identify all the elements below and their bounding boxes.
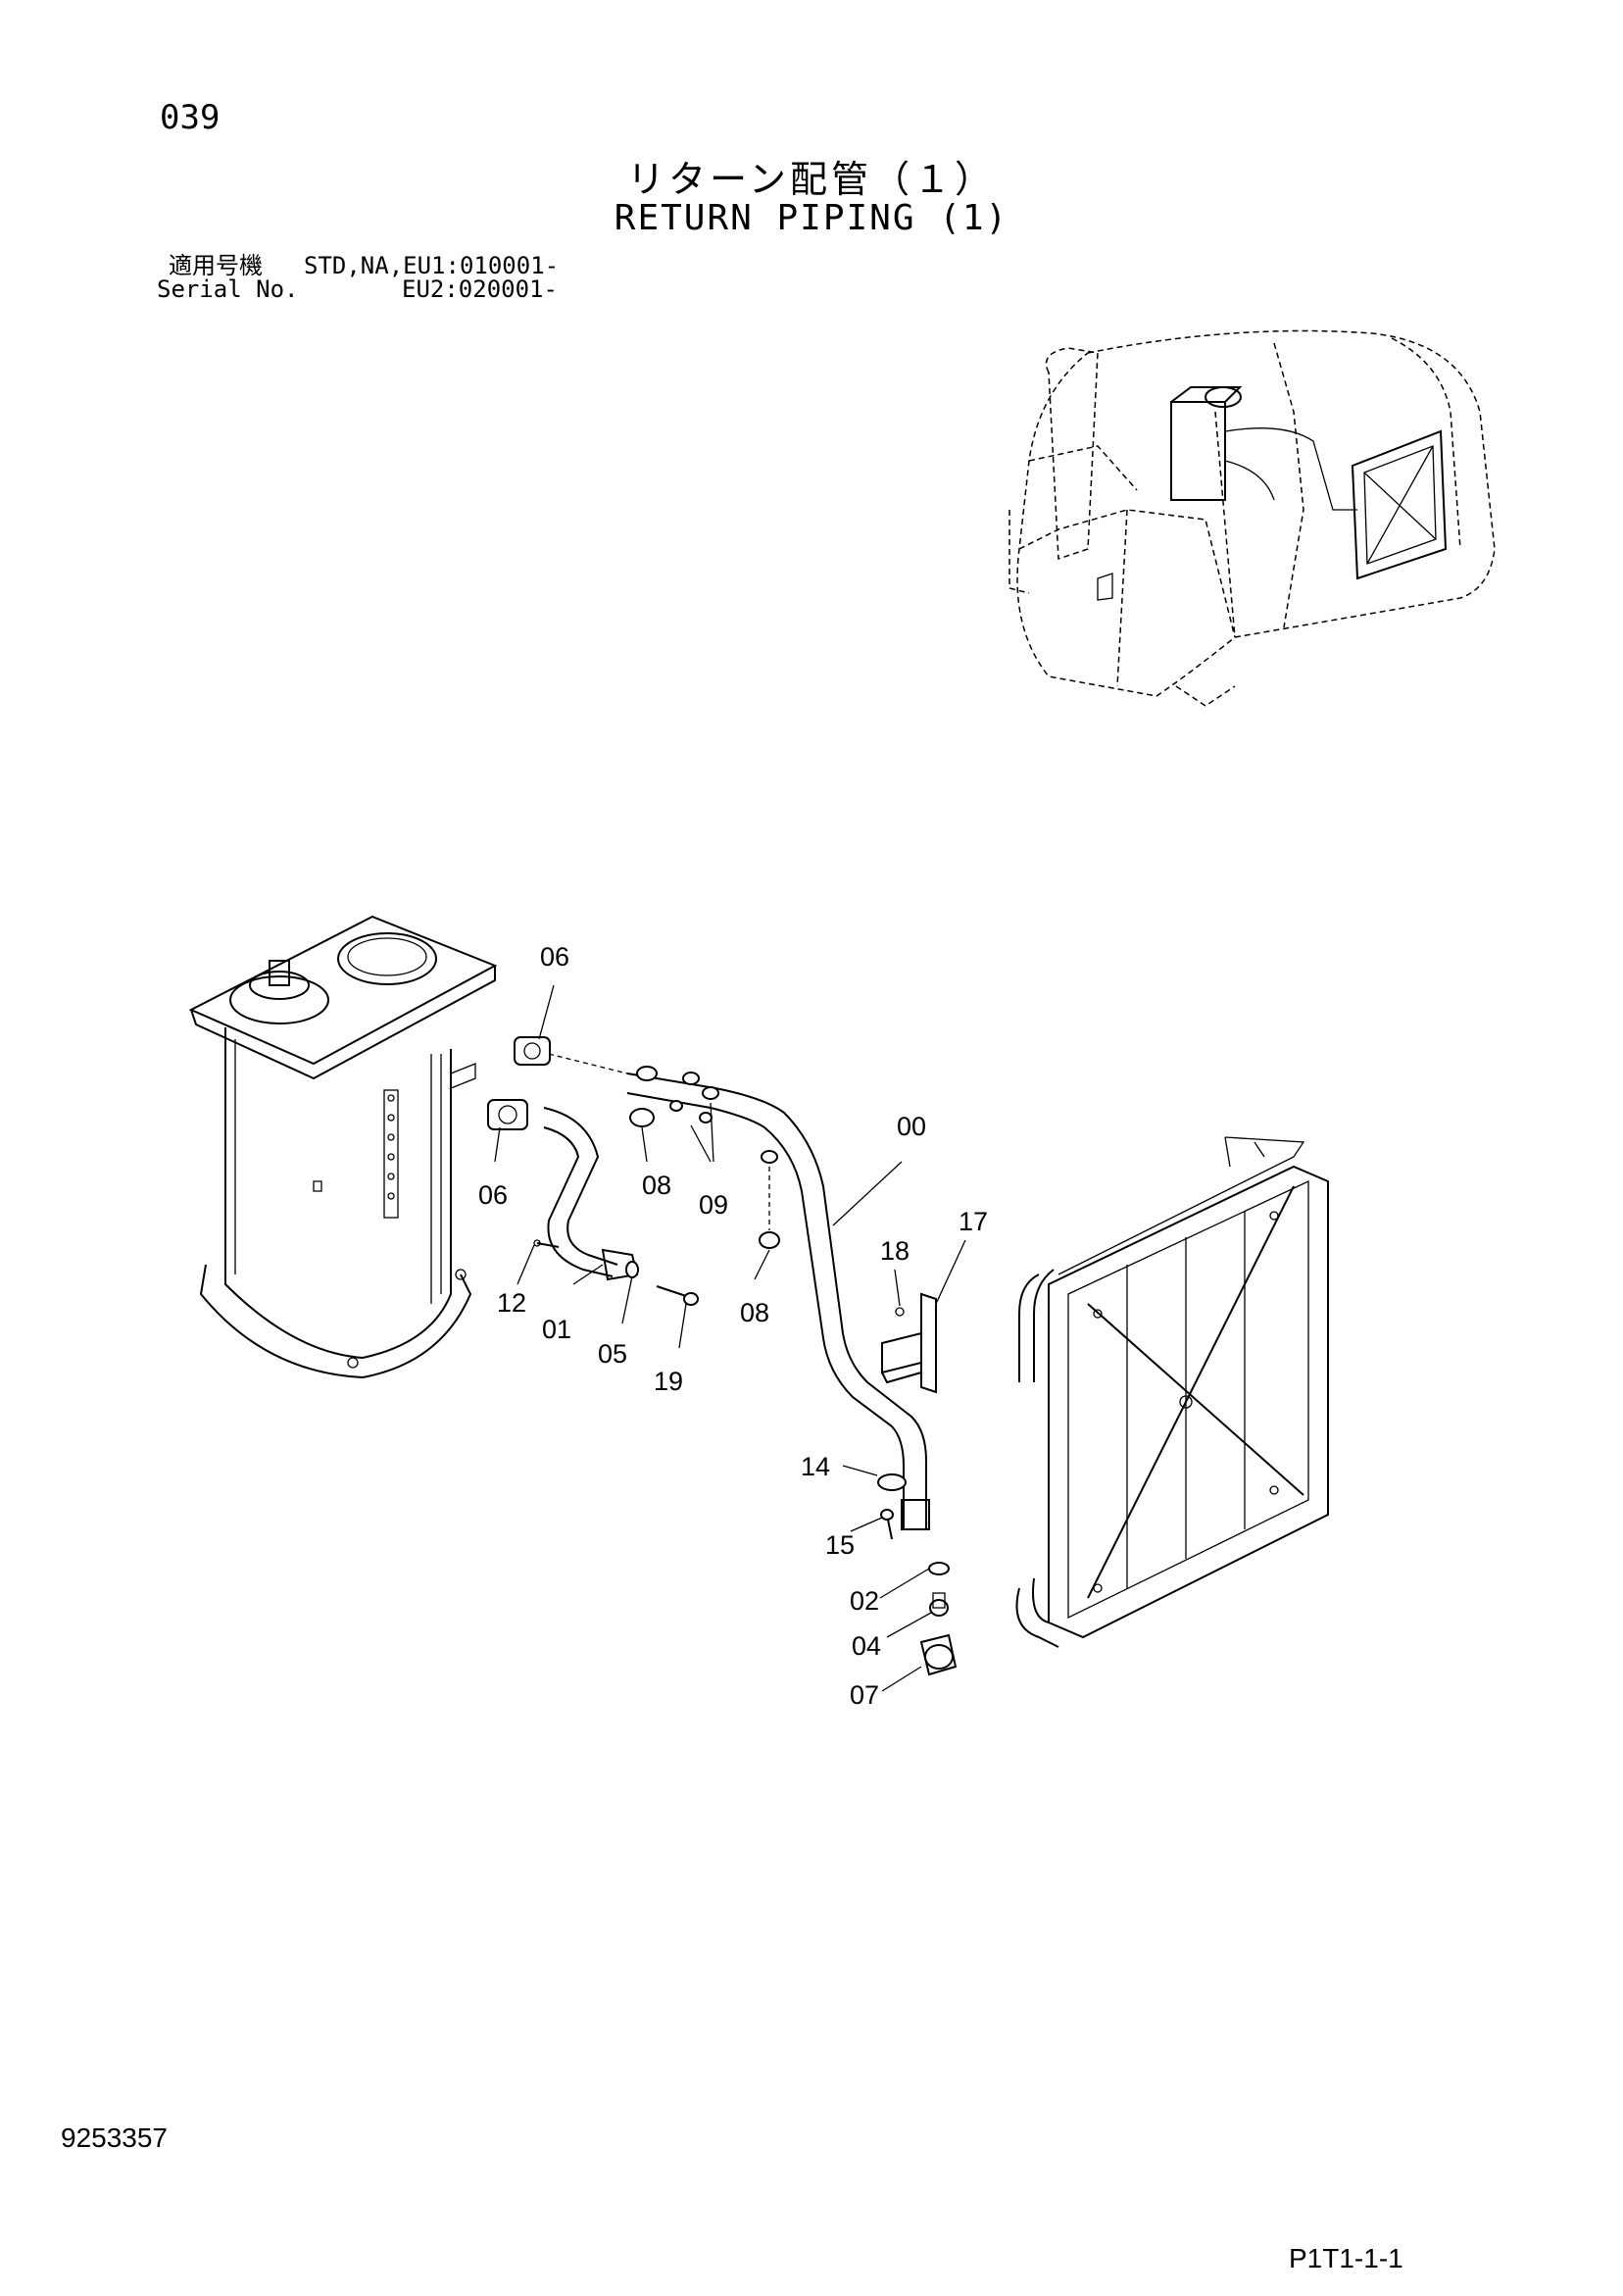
radiator xyxy=(1015,1136,1329,1648)
serial-range-2: EU2:020001- xyxy=(402,275,558,303)
title-japanese: リターン配管（１） xyxy=(626,158,997,201)
callout-19: 19 xyxy=(654,1367,683,1396)
leader-lines xyxy=(494,984,966,1692)
callout-17: 17 xyxy=(959,1207,988,1236)
callout-07: 07 xyxy=(850,1680,879,1710)
callout-08-upper: 08 xyxy=(642,1171,671,1200)
serial-range-1: STD,NA,EU1:010001- xyxy=(304,252,560,279)
bracket-17 xyxy=(881,1292,937,1394)
callout-01: 01 xyxy=(542,1315,571,1344)
hydraulic-tank xyxy=(188,915,498,1379)
document-number: 9253357 xyxy=(61,2122,169,2153)
callout-02: 02 xyxy=(850,1586,879,1616)
hose-01 xyxy=(543,1107,639,1281)
machine-overview-illustration xyxy=(1008,329,1496,707)
callout-15: 15 xyxy=(825,1530,855,1560)
title-english: RETURN PIPING (1) xyxy=(614,198,1009,238)
callout-labels: 06 06 00 08 09 08 18 17 12 01 05 19 14 1… xyxy=(478,942,988,1710)
callout-05: 05 xyxy=(598,1339,627,1369)
callout-12: 12 xyxy=(497,1288,526,1318)
callout-14: 14 xyxy=(801,1452,830,1481)
callout-00: 00 xyxy=(897,1112,926,1141)
callout-04: 04 xyxy=(852,1631,881,1661)
callout-09: 09 xyxy=(699,1190,728,1220)
return-pipe-00 xyxy=(626,1073,930,1530)
callout-06-lower: 06 xyxy=(478,1180,508,1210)
callout-18: 18 xyxy=(880,1236,910,1266)
small-hardware xyxy=(533,1066,958,1676)
flange-06-upper xyxy=(514,1036,551,1066)
callout-08-lower: 08 xyxy=(740,1298,769,1327)
serial-label-japanese: 適用号機 xyxy=(169,252,263,279)
page-number: 039 xyxy=(160,98,221,137)
flange-06-lower xyxy=(487,1099,528,1130)
page-code: P1T1-1-1 xyxy=(1289,2243,1403,2273)
serial-label-english: Serial No. xyxy=(157,275,299,303)
callout-06-upper: 06 xyxy=(540,942,569,972)
